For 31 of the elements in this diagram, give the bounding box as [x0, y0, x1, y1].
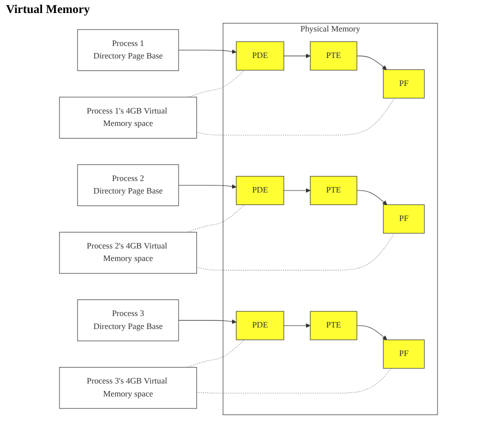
node-box: PF	[383, 204, 425, 234]
heading-label: Virtual Memory	[6, 2, 90, 16]
node-box: Process 1's 4GB Virtual Memory space	[59, 96, 197, 139]
arrow	[284, 323, 310, 328]
node-box: Process 2's 4GB Virtual Memory space	[59, 232, 197, 274]
connector	[186, 340, 245, 368]
arrow	[178, 49, 236, 54]
node-box: PDE	[236, 41, 284, 70]
node-box: PF	[383, 69, 425, 98]
node-box: Process 3 Directory Page Base	[77, 299, 179, 342]
arrow	[284, 54, 310, 58]
arrow	[284, 188, 310, 193]
node-box: Process 1 Directory Page Base	[77, 29, 179, 71]
arrow	[178, 184, 236, 189]
node-box: PF	[383, 340, 425, 369]
node-box: Process 2 Directory Page Base	[77, 164, 179, 206]
arrow	[356, 190, 388, 205]
connector	[186, 204, 245, 232]
node-box: PDE	[236, 311, 284, 340]
arrow	[356, 56, 387, 70]
connector	[196, 232, 395, 270]
connector	[188, 70, 245, 98]
node-box: Process 3's 4GB Virtual Memory space	[59, 367, 197, 409]
connector	[196, 368, 392, 394]
arrow	[356, 325, 388, 340]
node-box: PDE	[236, 176, 284, 206]
node-box: PTE	[310, 41, 358, 70]
node-box: PTE	[310, 311, 358, 340]
node-box: PTE	[310, 176, 358, 206]
connector	[196, 98, 395, 136]
arrow	[178, 319, 236, 324]
